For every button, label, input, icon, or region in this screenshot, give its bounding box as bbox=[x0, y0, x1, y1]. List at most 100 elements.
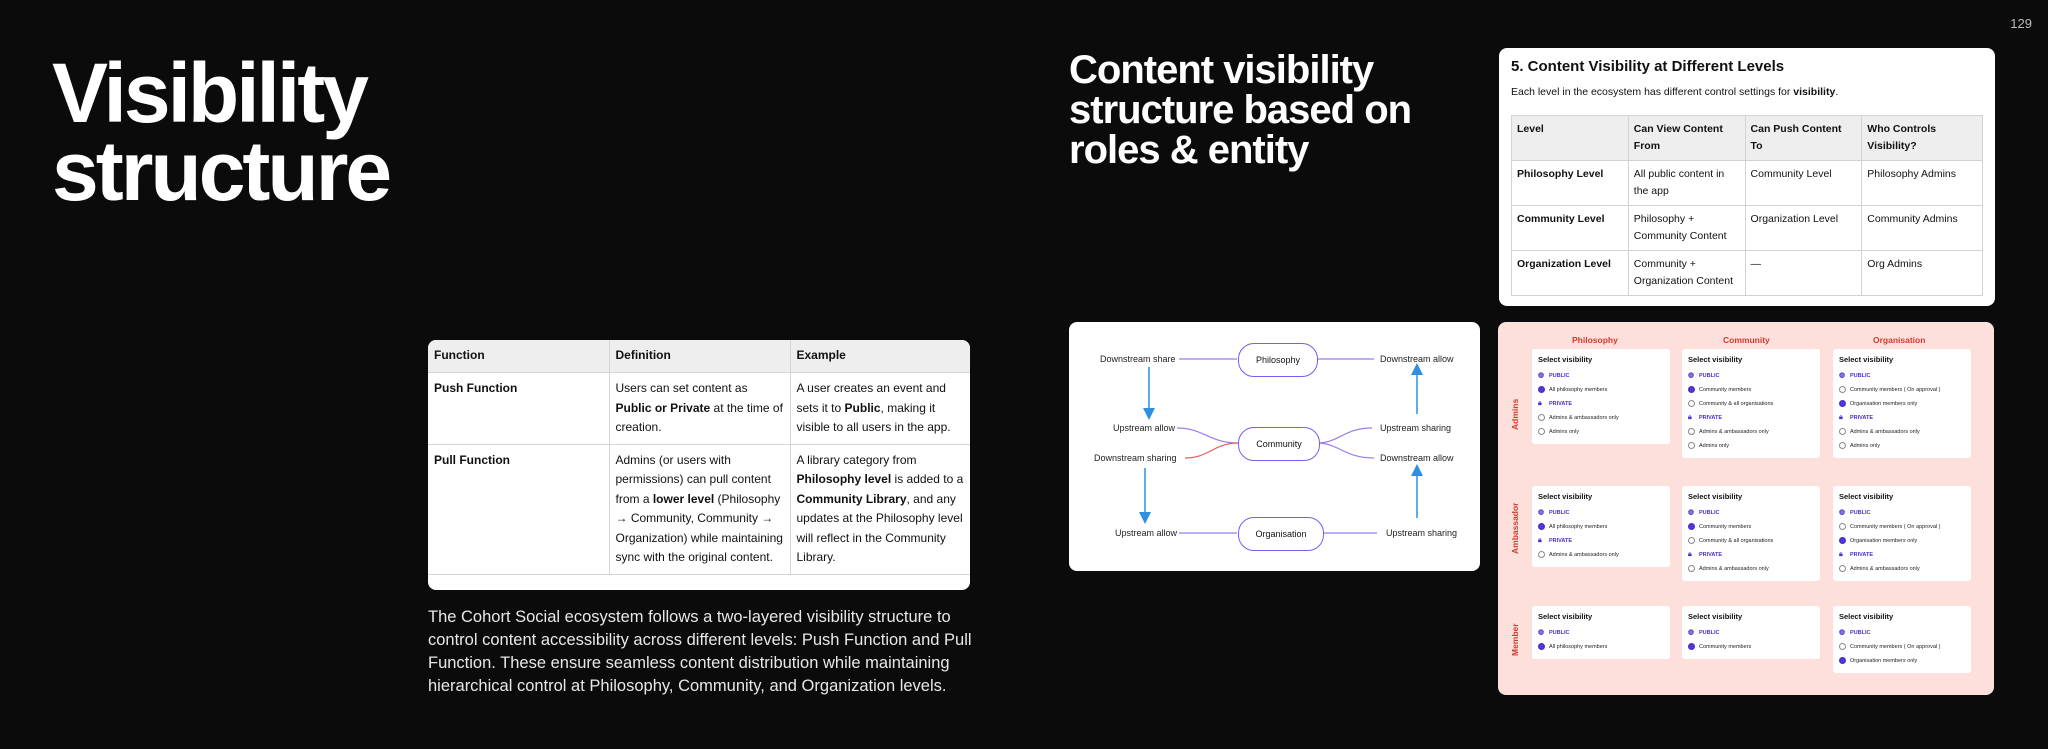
private-group-label: 🔒︎ PRIVATE bbox=[1538, 535, 1664, 546]
private-group-label: 🔒︎PRIVATE bbox=[1688, 412, 1814, 423]
panel-spacer bbox=[1532, 563, 1670, 567]
visibility-option[interactable]: Community members ( On approval ) bbox=[1839, 384, 1965, 395]
radio-button[interactable] bbox=[1839, 657, 1846, 664]
radio-button[interactable] bbox=[1538, 386, 1545, 393]
private-label: PRIVATE bbox=[1850, 551, 1874, 558]
row-member: Member bbox=[1510, 623, 1520, 656]
radio-button[interactable] bbox=[1839, 442, 1846, 449]
table-cell: All public content in the app bbox=[1627, 160, 1746, 206]
option-label: Organisation members only bbox=[1850, 400, 1918, 407]
visibility-option[interactable]: All philosophy members bbox=[1538, 384, 1664, 395]
public-group-label: ◍PUBLIC bbox=[1688, 507, 1814, 518]
page-title-line-2: structure bbox=[52, 124, 392, 218]
visibility-option[interactable]: Admins only bbox=[1688, 440, 1814, 451]
visibility-option[interactable]: Community members bbox=[1688, 384, 1814, 395]
visibility-option[interactable]: Community members ( On approval ) bbox=[1839, 521, 1965, 532]
organisation-node: Organisation bbox=[1238, 517, 1324, 551]
visibility-option[interactable]: Admins only bbox=[1839, 440, 1965, 451]
panel-spacer bbox=[1682, 577, 1820, 581]
panel-title: Select visibility bbox=[1538, 492, 1593, 501]
panel-title: Select visibility bbox=[1839, 355, 1894, 364]
option-label: Organisation members only bbox=[1850, 657, 1918, 664]
radio-button[interactable] bbox=[1688, 428, 1695, 435]
option-label: Admins & ambassadors only bbox=[1850, 428, 1920, 435]
table-cell: Org Admins bbox=[1861, 250, 1983, 296]
visibility-option[interactable]: Community members ( On approval ) bbox=[1839, 641, 1965, 652]
table-cell: — bbox=[1744, 250, 1863, 296]
visibility-option[interactable]: Community members bbox=[1688, 521, 1814, 532]
column-philosophy: Philosophy bbox=[1572, 335, 1618, 345]
radio-button[interactable] bbox=[1839, 386, 1846, 393]
radio-button[interactable] bbox=[1538, 414, 1545, 421]
visibility-option[interactable]: Organisation members only bbox=[1839, 535, 1965, 546]
radio-button[interactable] bbox=[1688, 643, 1695, 650]
radio-button[interactable] bbox=[1538, 523, 1545, 530]
visibility-option[interactable]: Community & all organisations bbox=[1688, 535, 1814, 546]
visibility-option[interactable]: Admins & ambassadors only bbox=[1839, 426, 1965, 437]
radio-button[interactable] bbox=[1688, 537, 1695, 544]
option-label: Admins & ambassadors only bbox=[1699, 565, 1769, 572]
visibility-option[interactable]: Community members bbox=[1688, 641, 1814, 652]
globe-icon: ◍ bbox=[1839, 372, 1846, 379]
radio-button[interactable] bbox=[1688, 400, 1695, 407]
upstream-allow-left-label: Upstream allow bbox=[1113, 423, 1176, 433]
table-cell: Community Admins bbox=[1861, 205, 1983, 251]
option-label: Admins & ambassadors only bbox=[1549, 414, 1619, 421]
globe-icon: ◍ bbox=[1688, 372, 1695, 379]
table-row: Community Level Philosophy + Community C… bbox=[1511, 205, 1983, 251]
row-ambassador: Ambassador bbox=[1510, 502, 1520, 555]
radio-button[interactable] bbox=[1839, 428, 1846, 435]
visibility-option[interactable]: Admins & ambassadors only bbox=[1839, 563, 1965, 574]
visibility-option[interactable]: Admins & ambassadors only bbox=[1688, 563, 1814, 574]
globe-icon: ◍ bbox=[1538, 629, 1545, 636]
radio-button[interactable] bbox=[1839, 400, 1846, 407]
visibility-option[interactable]: Admins & ambassadors only bbox=[1538, 549, 1664, 560]
push-function-name: Push Function bbox=[428, 372, 610, 445]
public-group-label: ◍PUBLIC bbox=[1538, 627, 1664, 638]
private-label: PRIVATE bbox=[1549, 537, 1573, 544]
public-label: PUBLIC bbox=[1699, 629, 1720, 636]
radio-button[interactable] bbox=[1839, 523, 1846, 530]
radio-button[interactable] bbox=[1688, 523, 1695, 530]
radio-button[interactable] bbox=[1839, 565, 1846, 572]
pull-function-definition: Admins (or users with permissions) can p… bbox=[609, 444, 791, 575]
public-group-label: ◍PUBLIC bbox=[1688, 370, 1814, 381]
visibility-option[interactable]: Admins & ambassadors only bbox=[1538, 412, 1664, 423]
private-group-label: 🔒︎PRIVATE bbox=[1839, 549, 1965, 560]
visibility-option[interactable]: Organisation members only bbox=[1839, 398, 1965, 409]
pull-function-example: A library category from Philosophy level… bbox=[790, 444, 970, 575]
downstream-allow-top-label: Downstream allow bbox=[1380, 354, 1454, 364]
visibility-option[interactable]: Organisation members only bbox=[1839, 655, 1965, 666]
lock-icon: 🔒︎ bbox=[1538, 537, 1542, 544]
radio-button[interactable] bbox=[1839, 643, 1846, 650]
radio-button[interactable] bbox=[1688, 565, 1695, 572]
lock-icon: 🔒︎ bbox=[1688, 551, 1692, 558]
level-header: Level bbox=[1511, 115, 1629, 161]
row-admins: Admins bbox=[1510, 398, 1520, 430]
visibility-option[interactable]: All philosophy members bbox=[1538, 641, 1664, 652]
radio-button[interactable] bbox=[1839, 537, 1846, 544]
radio-button[interactable] bbox=[1538, 428, 1545, 435]
visibility-option[interactable]: Admins & ambassadors only bbox=[1688, 426, 1814, 437]
downstream-sharing-left-label: Downstream sharing bbox=[1094, 453, 1177, 463]
visibility-option[interactable]: Admins only bbox=[1538, 426, 1664, 437]
radio-button[interactable] bbox=[1688, 442, 1695, 449]
public-label: PUBLIC bbox=[1699, 509, 1720, 516]
option-label: Admins & ambassadors only bbox=[1699, 428, 1769, 435]
table-cell: Philosophy Admins bbox=[1861, 160, 1983, 206]
panel-spacer bbox=[1532, 655, 1670, 659]
option-label: Community & all organisations bbox=[1699, 400, 1774, 407]
radio-button[interactable] bbox=[1688, 386, 1695, 393]
visibility-option[interactable]: Community & all organisations bbox=[1688, 398, 1814, 409]
radio-button[interactable] bbox=[1538, 551, 1545, 558]
radio-button[interactable] bbox=[1538, 643, 1545, 650]
visibility-option[interactable]: All philosophy members bbox=[1538, 521, 1664, 532]
public-label: PUBLIC bbox=[1850, 629, 1871, 636]
table-cell: Philosophy + Community Content bbox=[1627, 205, 1746, 251]
private-label: PRIVATE bbox=[1699, 414, 1723, 421]
